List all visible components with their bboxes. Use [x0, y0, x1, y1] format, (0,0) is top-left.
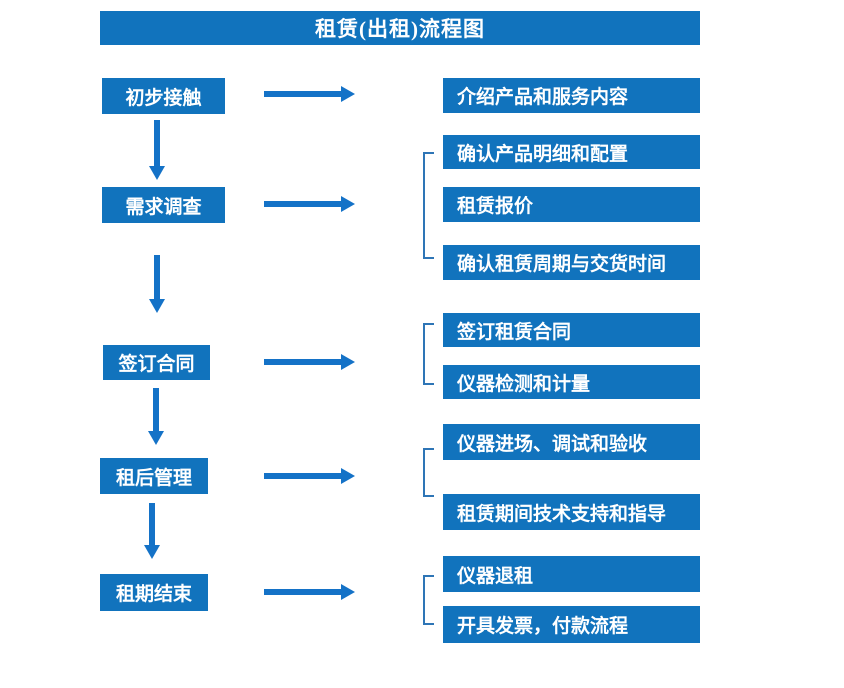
- arrow-shaft: [149, 503, 155, 546]
- detail-box-rental-quote: 租赁报价: [443, 187, 700, 222]
- detail-box-sign-rental-contract: 签订租赁合同: [443, 313, 700, 347]
- arrowhead-down-icon: [149, 166, 165, 180]
- arrowhead-right-icon: [341, 354, 355, 370]
- arrow-shaft: [154, 120, 160, 167]
- detail-box-confirm-product-details: 确认产品明细和配置: [443, 135, 700, 169]
- bracket-group-lease-end: [423, 575, 434, 625]
- step-box-sign-contract: 签订合同: [103, 345, 210, 380]
- arrowhead-right-icon: [341, 196, 355, 212]
- detail-box-tech-support: 租赁期间技术支持和指导: [443, 494, 700, 530]
- arrow-shaft: [154, 255, 160, 300]
- detail-box-instrument-testing: 仪器检测和计量: [443, 365, 700, 399]
- step-box-demand-survey: 需求调查: [102, 187, 225, 223]
- bracket-group-demand-survey: [423, 152, 434, 259]
- arrowhead-right-icon: [341, 468, 355, 484]
- detail-box-invoice-payment: 开具发票，付款流程: [443, 606, 700, 643]
- title-bar: 租赁(出租)流程图: [100, 11, 700, 45]
- detail-box-instrument-setup-acceptance: 仪器进场、调试和验收: [443, 424, 700, 460]
- arrowhead-right-icon: [341, 86, 355, 102]
- bracket-group-sign-contract: [423, 323, 434, 385]
- arrow-shaft: [153, 388, 159, 432]
- arrow-shaft: [264, 201, 342, 207]
- arrowhead-down-icon: [149, 299, 165, 313]
- bracket-group-post-rental: [423, 448, 434, 497]
- detail-box-confirm-rental-period: 确认租赁周期与交货时间: [443, 245, 700, 280]
- arrow-shaft: [264, 91, 342, 97]
- detail-box-introduce-products: 介绍产品和服务内容: [443, 78, 700, 113]
- arrow-shaft: [264, 359, 342, 365]
- right-arrow-step4: [264, 468, 355, 484]
- step-box-lease-end: 租期结束: [100, 574, 208, 611]
- right-arrow-step3: [264, 354, 355, 370]
- down-arrow-step4-step5: [144, 503, 160, 559]
- down-arrow-step1-step2: [149, 120, 165, 180]
- arrowhead-down-icon: [144, 545, 160, 559]
- step-box-initial-contact: 初步接触: [102, 78, 225, 114]
- arrowhead-down-icon: [148, 431, 164, 445]
- arrow-shaft: [264, 473, 342, 479]
- page-title: 租赁(出租)流程图: [315, 17, 485, 41]
- right-arrow-step5: [264, 584, 355, 600]
- detail-box-instrument-return: 仪器退租: [443, 556, 700, 592]
- step-box-post-rental-management: 租后管理: [100, 458, 208, 494]
- right-arrow-step1: [264, 86, 355, 102]
- right-arrow-step2: [264, 196, 355, 212]
- arrowhead-right-icon: [341, 584, 355, 600]
- arrow-shaft: [264, 589, 342, 595]
- down-arrow-step3-step4: [148, 388, 164, 445]
- down-arrow-step2-step3: [149, 255, 165, 313]
